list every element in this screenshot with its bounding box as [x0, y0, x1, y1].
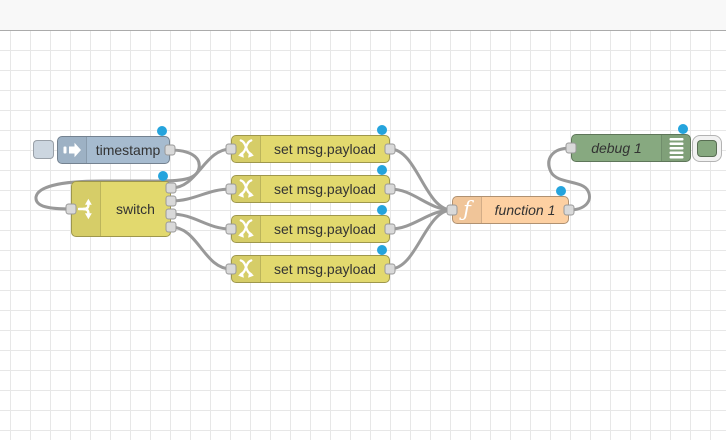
node-label-change2: set msg.payload: [274, 181, 376, 197]
input-port-change3[interactable]: [225, 223, 237, 235]
debug-toggle-button-inner: [697, 140, 717, 157]
node-label-change1: set msg.payload: [274, 141, 376, 157]
wire-change4-to-function1[interactable]: [388, 208, 454, 271]
node-timestamp[interactable]: timestamp: [57, 136, 170, 164]
output-port-switch-3[interactable]: [165, 208, 177, 220]
wire-switch:2-to-change2[interactable]: [169, 187, 233, 203]
change-swap-icon: [232, 216, 261, 242]
input-port-change1[interactable]: [225, 143, 237, 155]
output-port-change2-1[interactable]: [384, 183, 396, 195]
inject-arrow-icon: [58, 137, 87, 163]
node-label-timestamp: timestamp: [95, 142, 161, 158]
change-swap-icon: [232, 176, 261, 202]
input-port-debug1[interactable]: [565, 142, 577, 154]
change-swap-icon: [232, 136, 261, 162]
node-switch[interactable]: switch: [71, 181, 171, 237]
node-function1[interactable]: ƒ function 1: [452, 196, 569, 224]
node-change2[interactable]: set msg.payload: [231, 175, 390, 203]
wire-switch:3-to-change3[interactable]: [169, 212, 233, 231]
output-port-change3-1[interactable]: [384, 223, 396, 235]
node-label-change3: set msg.payload: [274, 221, 376, 237]
output-port-change4-1[interactable]: [384, 263, 396, 275]
node-change4[interactable]: set msg.payload: [231, 255, 390, 283]
input-port-change4[interactable]: [225, 263, 237, 275]
node-label-function1: function 1: [494, 202, 556, 218]
function-icon: ƒ: [453, 197, 482, 223]
node-change1[interactable]: set msg.payload: [231, 135, 390, 163]
change-swap-icon: [232, 256, 261, 282]
output-port-switch-4[interactable]: [165, 221, 177, 233]
input-port-change2[interactable]: [225, 183, 237, 195]
wire-switch:1-to-change1[interactable]: [169, 147, 233, 190]
debug-toggle-button[interactable]: [692, 135, 722, 162]
wire-function1-to-debug1[interactable]: [547, 146, 591, 212]
node-label-switch: switch: [116, 201, 155, 217]
node-debug1[interactable]: debug 1: [571, 134, 691, 162]
wire-switch:4-to-change4[interactable]: [169, 225, 233, 271]
node-change3[interactable]: set msg.payload: [231, 215, 390, 243]
node-label-debug1: debug 1: [591, 140, 642, 156]
output-port-switch-2[interactable]: [165, 195, 177, 207]
output-port-change1-1[interactable]: [384, 143, 396, 155]
output-port-function1-1[interactable]: [563, 204, 575, 216]
input-port-switch[interactable]: [65, 203, 77, 215]
switch-fork-icon: [72, 182, 101, 236]
output-port-switch-1[interactable]: [165, 182, 177, 194]
debug-lines-icon: [661, 135, 690, 161]
inject-trigger-button[interactable]: [33, 140, 54, 159]
output-port-timestamp-1[interactable]: [164, 144, 176, 156]
workspace-top-margin: [0, 0, 726, 31]
input-port-function1[interactable]: [446, 204, 458, 216]
node-label-change4: set msg.payload: [274, 261, 376, 277]
